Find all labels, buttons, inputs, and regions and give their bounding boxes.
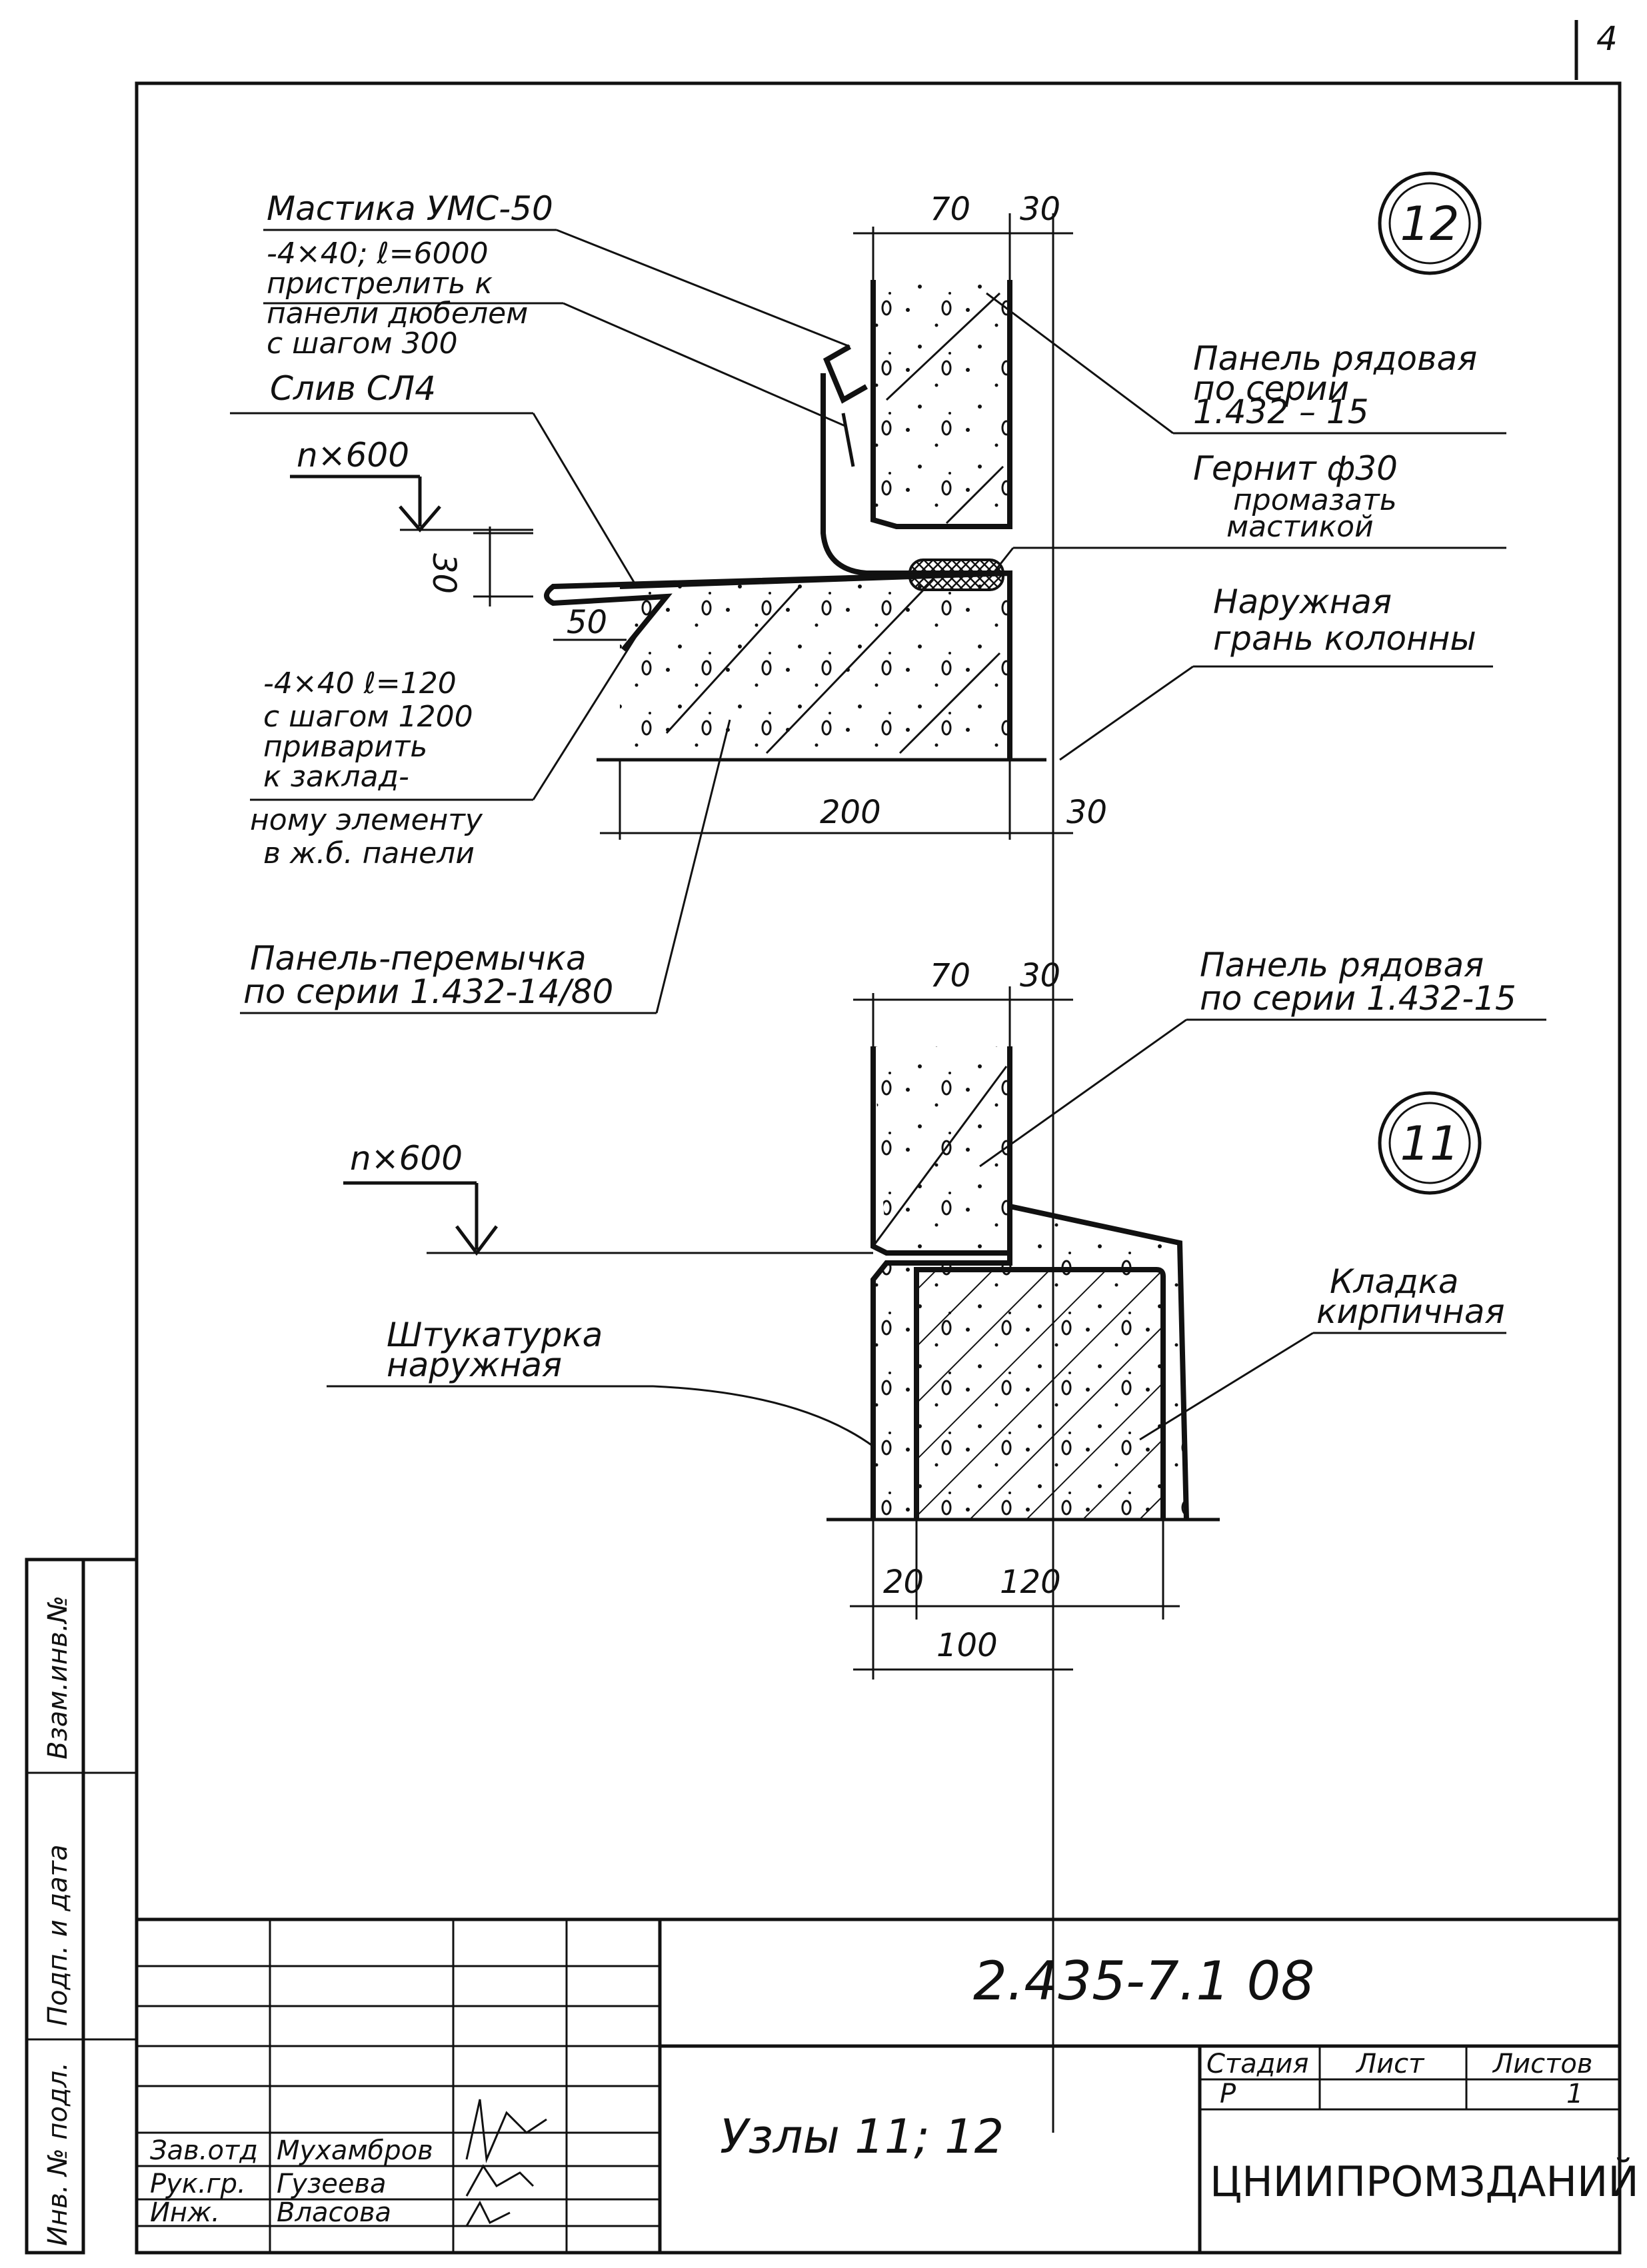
sheet-header: Лист (1355, 2049, 1425, 2079)
node-12-strip-label-2: пристрелить к (267, 267, 493, 301)
node-12-strip2-label-3: приварить (263, 730, 427, 764)
node-12-strip-label-3: панели дюбелем (267, 297, 528, 331)
node-12-mark-label: 12 (1400, 197, 1459, 251)
node-12-strip2-label-4: к заклад- (263, 760, 409, 794)
node-12-detail: 12 70 30 200 30 (230, 171, 1506, 2133)
node-12-dim-30-bottom: 30 (1066, 794, 1107, 831)
signer-role-2: Рук.гр. (150, 2169, 246, 2199)
signer-name-1: Мухамбров (277, 2135, 433, 2166)
node-12-strip-label-1: -4×40; ℓ=6000 (267, 237, 489, 271)
node-12-drain-label: Слив СЛ4 (270, 369, 436, 408)
node-12-lintel-label-1: Панель-перемычка (250, 939, 587, 978)
node-12-strip2-label-1: -4×40 ℓ=120 (263, 666, 457, 700)
node-12-column-label-1: Наружная (1213, 582, 1392, 621)
signer-role-3: Инж. (150, 2197, 220, 2228)
signature-2 (465, 2164, 535, 2197)
organization-name: ЦНИИПРОМЗДАНИЙ (1210, 2157, 1639, 2206)
node-11-dim-120: 120 (1000, 1564, 1061, 1601)
side-stamp-inv-no: Инв. № подл. (43, 2062, 73, 2246)
stage-value: Р (1220, 2079, 1236, 2109)
node-12-column-label-2: грань колонны (1213, 619, 1476, 658)
node-11-dim-70: 70 (930, 957, 970, 994)
signer-name-2: Гузеева (277, 2169, 387, 2199)
node-12-gernit-label-1: Гернит ф30 (1193, 449, 1398, 488)
node-11-masonry-label-1: Кладка (1330, 1262, 1459, 1301)
node-11-mark (1378, 1091, 1482, 1195)
node-12-dim-200: 200 (820, 794, 881, 831)
node-12-mark (1378, 171, 1482, 275)
node-11-panel-label-2: по серии 1.432-15 (1200, 979, 1516, 1018)
stage-header: Стадия (1206, 2049, 1308, 2079)
node-12-panel-label-2: по серии (1193, 369, 1349, 408)
sheets-value: 1 (1566, 2079, 1583, 2109)
node-11-panel-label-1: Панель рядовая (1200, 946, 1484, 984)
node-12-dim-30-top: 30 (1020, 191, 1060, 228)
node-11-masonry-label-2: кирпичная (1316, 1292, 1505, 1331)
node-12-lintel-label-2: по серии 1.432-14/80 (243, 972, 613, 1011)
node-11-panel (873, 1046, 1010, 1253)
node-12-panel-label-3: 1.432 – 15 (1193, 393, 1369, 431)
signature-3 (465, 2200, 511, 2227)
sheet-title: Узлы 11; 12 (720, 2109, 1004, 2164)
node-11-dim-30: 30 (1020, 957, 1060, 994)
node-11-detail: 11 70 30 20 120 100 n×600 Панель ряд (327, 946, 1546, 1680)
node-11-brick-masonry (916, 1270, 1163, 1520)
signer-role-1: Зав.отд (150, 2135, 258, 2166)
node-12-dim-30-left: 30 (425, 553, 463, 594)
node-12-gernit-label-2: промазать (1233, 483, 1397, 517)
node-12-lintel-panel (620, 573, 1010, 760)
node-12-strip-label-4: с шагом 300 (267, 327, 458, 361)
sheets-header: Листов (1492, 2049, 1592, 2079)
title-block: 2.435-7.1 08 Узлы 11; 12 Стадия Лист Лис… (137, 1917, 1639, 2253)
side-stamp-replaces: Взам.инв.№ (43, 1596, 73, 1759)
node-11-plaster-label-1: Штукатурка (387, 1316, 603, 1354)
node-12-strip2-label-6: в ж.б. панели (263, 836, 475, 870)
doc-code: 2.435-7.1 08 (973, 1950, 1314, 2012)
node-11-mark-label: 11 (1400, 1116, 1459, 1171)
signer-name-3: Власова (277, 2197, 391, 2228)
node-12-dim-50: 50 (567, 604, 607, 641)
node-11-dim-100: 100 (936, 1627, 998, 1664)
node-12-panel-label-1: Панель рядовая (1193, 339, 1477, 378)
node-11-plaster-label-2: наружная (387, 1346, 562, 1384)
node-11-dim-20: 20 (883, 1564, 924, 1601)
side-stamp: Взам.инв.№ Подп. и дата Инв. № подл. (25, 1558, 137, 2255)
node-12-strip2-label-2: с шагом 1200 (263, 700, 473, 734)
node-12-dim-70: 70 (930, 191, 970, 228)
node-12-strip2-label-5: ному элементу (250, 803, 483, 837)
node-12-upper-panel (873, 280, 1010, 527)
node-12-drain (821, 373, 1010, 576)
node-12-spacing-label: n×600 (297, 436, 409, 475)
drawing-frame (135, 81, 1622, 2255)
signature-1 (465, 2099, 547, 2163)
node-12-gernit-label-3: мастикой (1226, 510, 1374, 544)
side-stamp-sign-date: Подп. и дата (43, 1845, 73, 2026)
node-12-mastic-label: Мастика УМС-50 (267, 189, 553, 228)
node-11-spacing-label: n×600 (350, 1139, 463, 1178)
page-number: 4 (1596, 19, 1618, 58)
